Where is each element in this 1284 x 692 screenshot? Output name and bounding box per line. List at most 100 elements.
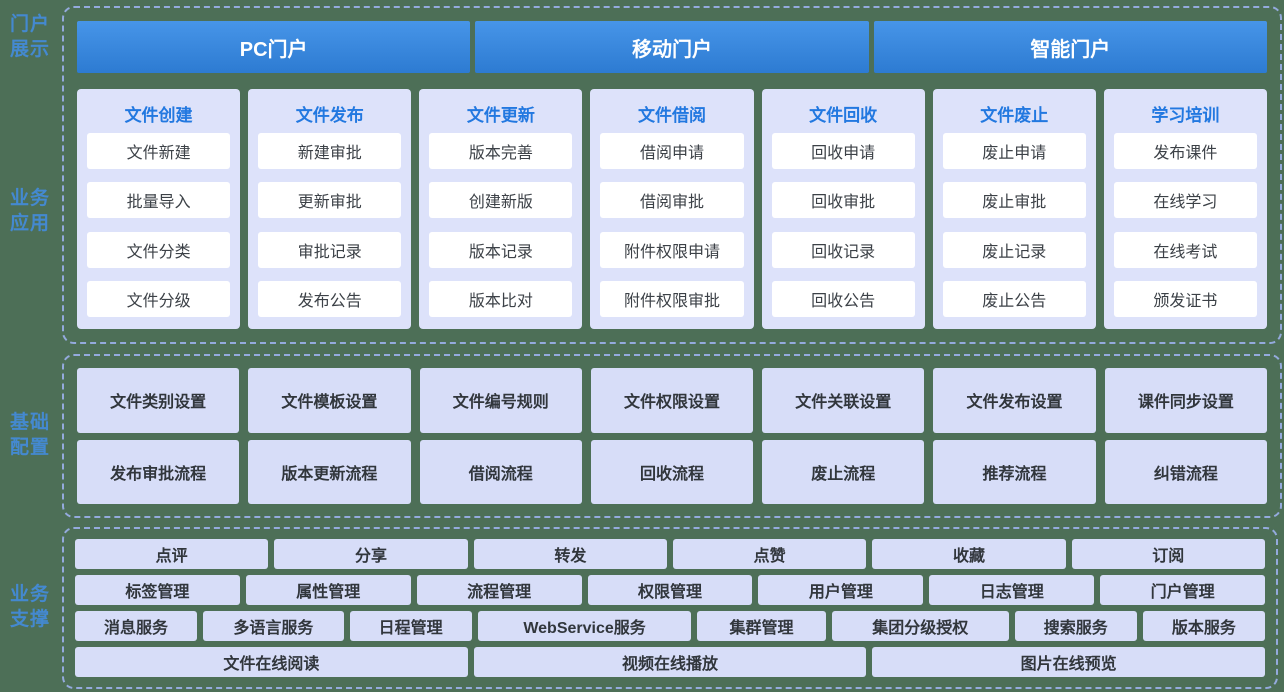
app-item: 回收公告	[771, 280, 915, 317]
config-row-flows: 发布审批流程 版本更新流程 借阅流程 回收流程 废止流程 推荐流程 纠错流程	[77, 439, 1267, 504]
config-box: 借阅流程	[419, 439, 582, 504]
config-box: 课件同步设置	[1104, 368, 1267, 433]
rail-label-line: 业务	[9, 188, 50, 209]
rail-label-line: 配置	[9, 437, 50, 458]
support-box: 日志管理	[929, 575, 1095, 605]
support-box: 版本服务	[1142, 611, 1265, 641]
portal-pc: PC门户	[77, 21, 471, 73]
support-box: 标签管理	[75, 575, 240, 605]
rail-label-line: 支撑	[9, 609, 50, 630]
app-item: 发布公告	[258, 280, 402, 317]
app-column-learning-training: 学习培训 发布课件 在线学习 在线考试 颁发证书	[1103, 89, 1267, 329]
support-row-social: 点评 分享 转发 点赞 收藏 订阅	[75, 539, 1265, 569]
app-item: 废止申请	[942, 133, 1086, 169]
app-column-title: 文件废止	[980, 105, 1049, 125]
rail-label-business-apps: 业务 应用	[0, 186, 60, 236]
config-box: 回收流程	[590, 439, 754, 504]
support-box: 转发	[473, 539, 667, 569]
app-item: 文件新建	[87, 133, 231, 169]
app-column-items: 发布课件 在线学习 在线考试 颁发证书	[1113, 133, 1257, 317]
app-item: 批量导入	[87, 182, 231, 219]
app-column-file-create: 文件创建 文件新建 批量导入 文件分类 文件分级	[77, 89, 241, 329]
app-item: 文件分类	[87, 231, 231, 268]
app-item: 更新审批	[258, 182, 402, 219]
app-column-file-update: 文件更新 版本完善 创建新版 版本记录 版本比对	[419, 89, 583, 329]
section-portal-and-apps: PC门户 移动门户 智能门户 文件创建 文件新建 批量导入 文件分类 文件分级 …	[62, 6, 1282, 344]
config-box: 版本更新流程	[248, 439, 411, 504]
section-business-support: 点评 分享 转发 点赞 收藏 订阅 标签管理 属性管理 流程管理 权限管理 用户…	[62, 527, 1278, 689]
app-item: 审批记录	[258, 231, 402, 268]
app-column-file-publish: 文件发布 新建审批 更新审批 审批记录 发布公告	[248, 89, 412, 329]
app-column-items: 废止申请 废止审批 废止记录 废止公告	[942, 133, 1086, 317]
support-box: 用户管理	[758, 575, 924, 605]
app-item: 在线考试	[1113, 231, 1257, 268]
config-box: 文件权限设置	[590, 368, 754, 433]
app-column-title: 文件更新	[466, 105, 535, 125]
app-item: 版本完善	[429, 133, 573, 169]
app-column-title: 文件创建	[124, 105, 193, 125]
support-row-management: 标签管理 属性管理 流程管理 权限管理 用户管理 日志管理 门户管理	[75, 575, 1266, 605]
app-item: 回收记录	[771, 231, 915, 268]
app-column-items: 版本完善 创建新版 版本记录 版本比对	[429, 133, 573, 317]
config-box: 文件编号规则	[419, 368, 582, 433]
app-item: 文件分级	[87, 280, 231, 317]
support-box: 图片在线预览	[872, 647, 1266, 677]
app-column-items: 文件新建 批量导入 文件分类 文件分级	[87, 133, 231, 317]
app-item: 附件权限申请	[600, 231, 744, 268]
portal-row: PC门户 移动门户 智能门户	[77, 21, 1267, 73]
support-box: 收藏	[872, 539, 1066, 569]
rail-label-portal-display: 门户 展示	[0, 12, 60, 62]
app-item: 新建审批	[258, 133, 402, 169]
app-item: 回收申请	[771, 133, 915, 169]
config-box: 纠错流程	[1104, 439, 1267, 504]
rail-label-basic-config: 基础 配置	[0, 410, 60, 460]
app-item: 借阅审批	[600, 182, 744, 219]
app-column-items: 新建审批 更新审批 审批记录 发布公告	[258, 133, 402, 317]
app-item: 颁发证书	[1113, 280, 1257, 317]
app-column-file-recycle: 文件回收 回收申请 回收审批 回收记录 回收公告	[761, 89, 925, 329]
support-box: 权限管理	[587, 575, 753, 605]
rail-label-line: 业务	[9, 584, 50, 605]
app-column-title: 学习培训	[1151, 105, 1220, 125]
support-row-services: 消息服务 多语言服务 日程管理 WebService服务 集群管理 集团分级授权…	[75, 611, 1265, 641]
portal-smart: 智能门户	[873, 21, 1267, 73]
app-item: 发布课件	[1113, 133, 1257, 169]
support-box: 文件在线阅读	[75, 647, 468, 677]
portal-mobile: 移动门户	[475, 21, 869, 73]
app-item: 版本比对	[429, 280, 573, 317]
support-box: 点评	[75, 539, 269, 569]
rail-label-line: 展示	[9, 39, 50, 60]
section-basic-config: 文件类别设置 文件模板设置 文件编号规则 文件权限设置 文件关联设置 文件发布设…	[62, 354, 1282, 518]
app-item: 借阅申请	[600, 133, 744, 169]
rail-label-business-support: 业务 支撑	[0, 582, 60, 632]
app-item: 废止审批	[942, 182, 1086, 219]
rail-label-line: 基础	[9, 412, 50, 433]
business-apps-row: 文件创建 文件新建 批量导入 文件分类 文件分级 文件发布 新建审批 更新审批 …	[77, 89, 1267, 329]
support-box: 日程管理	[349, 611, 472, 641]
app-column-file-abolish: 文件废止 废止申请 废止审批 废止记录 废止公告	[932, 89, 1096, 329]
config-box: 文件发布设置	[933, 368, 1096, 433]
support-box: 流程管理	[416, 575, 582, 605]
app-column-title: 文件回收	[809, 105, 878, 125]
app-column-items: 回收申请 回收审批 回收记录 回收公告	[771, 133, 915, 317]
support-box: 点赞	[672, 539, 867, 569]
app-item: 创建新版	[429, 182, 573, 219]
support-box: 集团分级授权	[831, 611, 1009, 641]
support-box: 分享	[274, 539, 468, 569]
support-box: WebService服务	[477, 611, 692, 641]
app-column-title: 文件借阅	[637, 105, 706, 125]
app-item: 在线学习	[1113, 182, 1257, 219]
support-row-preview: 文件在线阅读 视频在线播放 图片在线预览	[75, 647, 1266, 677]
app-item: 回收审批	[771, 182, 915, 219]
support-box: 集群管理	[697, 611, 826, 641]
rail-label-line: 门户	[9, 14, 50, 35]
support-box: 订阅	[1071, 539, 1265, 569]
config-box: 废止流程	[762, 439, 925, 504]
app-item: 废止记录	[942, 231, 1086, 268]
config-box: 文件类别设置	[77, 368, 240, 433]
config-row-settings: 文件类别设置 文件模板设置 文件编号规则 文件权限设置 文件关联设置 文件发布设…	[77, 368, 1267, 433]
config-box: 文件关联设置	[762, 368, 925, 433]
app-item: 版本记录	[429, 231, 573, 268]
support-box: 门户管理	[1100, 575, 1266, 605]
